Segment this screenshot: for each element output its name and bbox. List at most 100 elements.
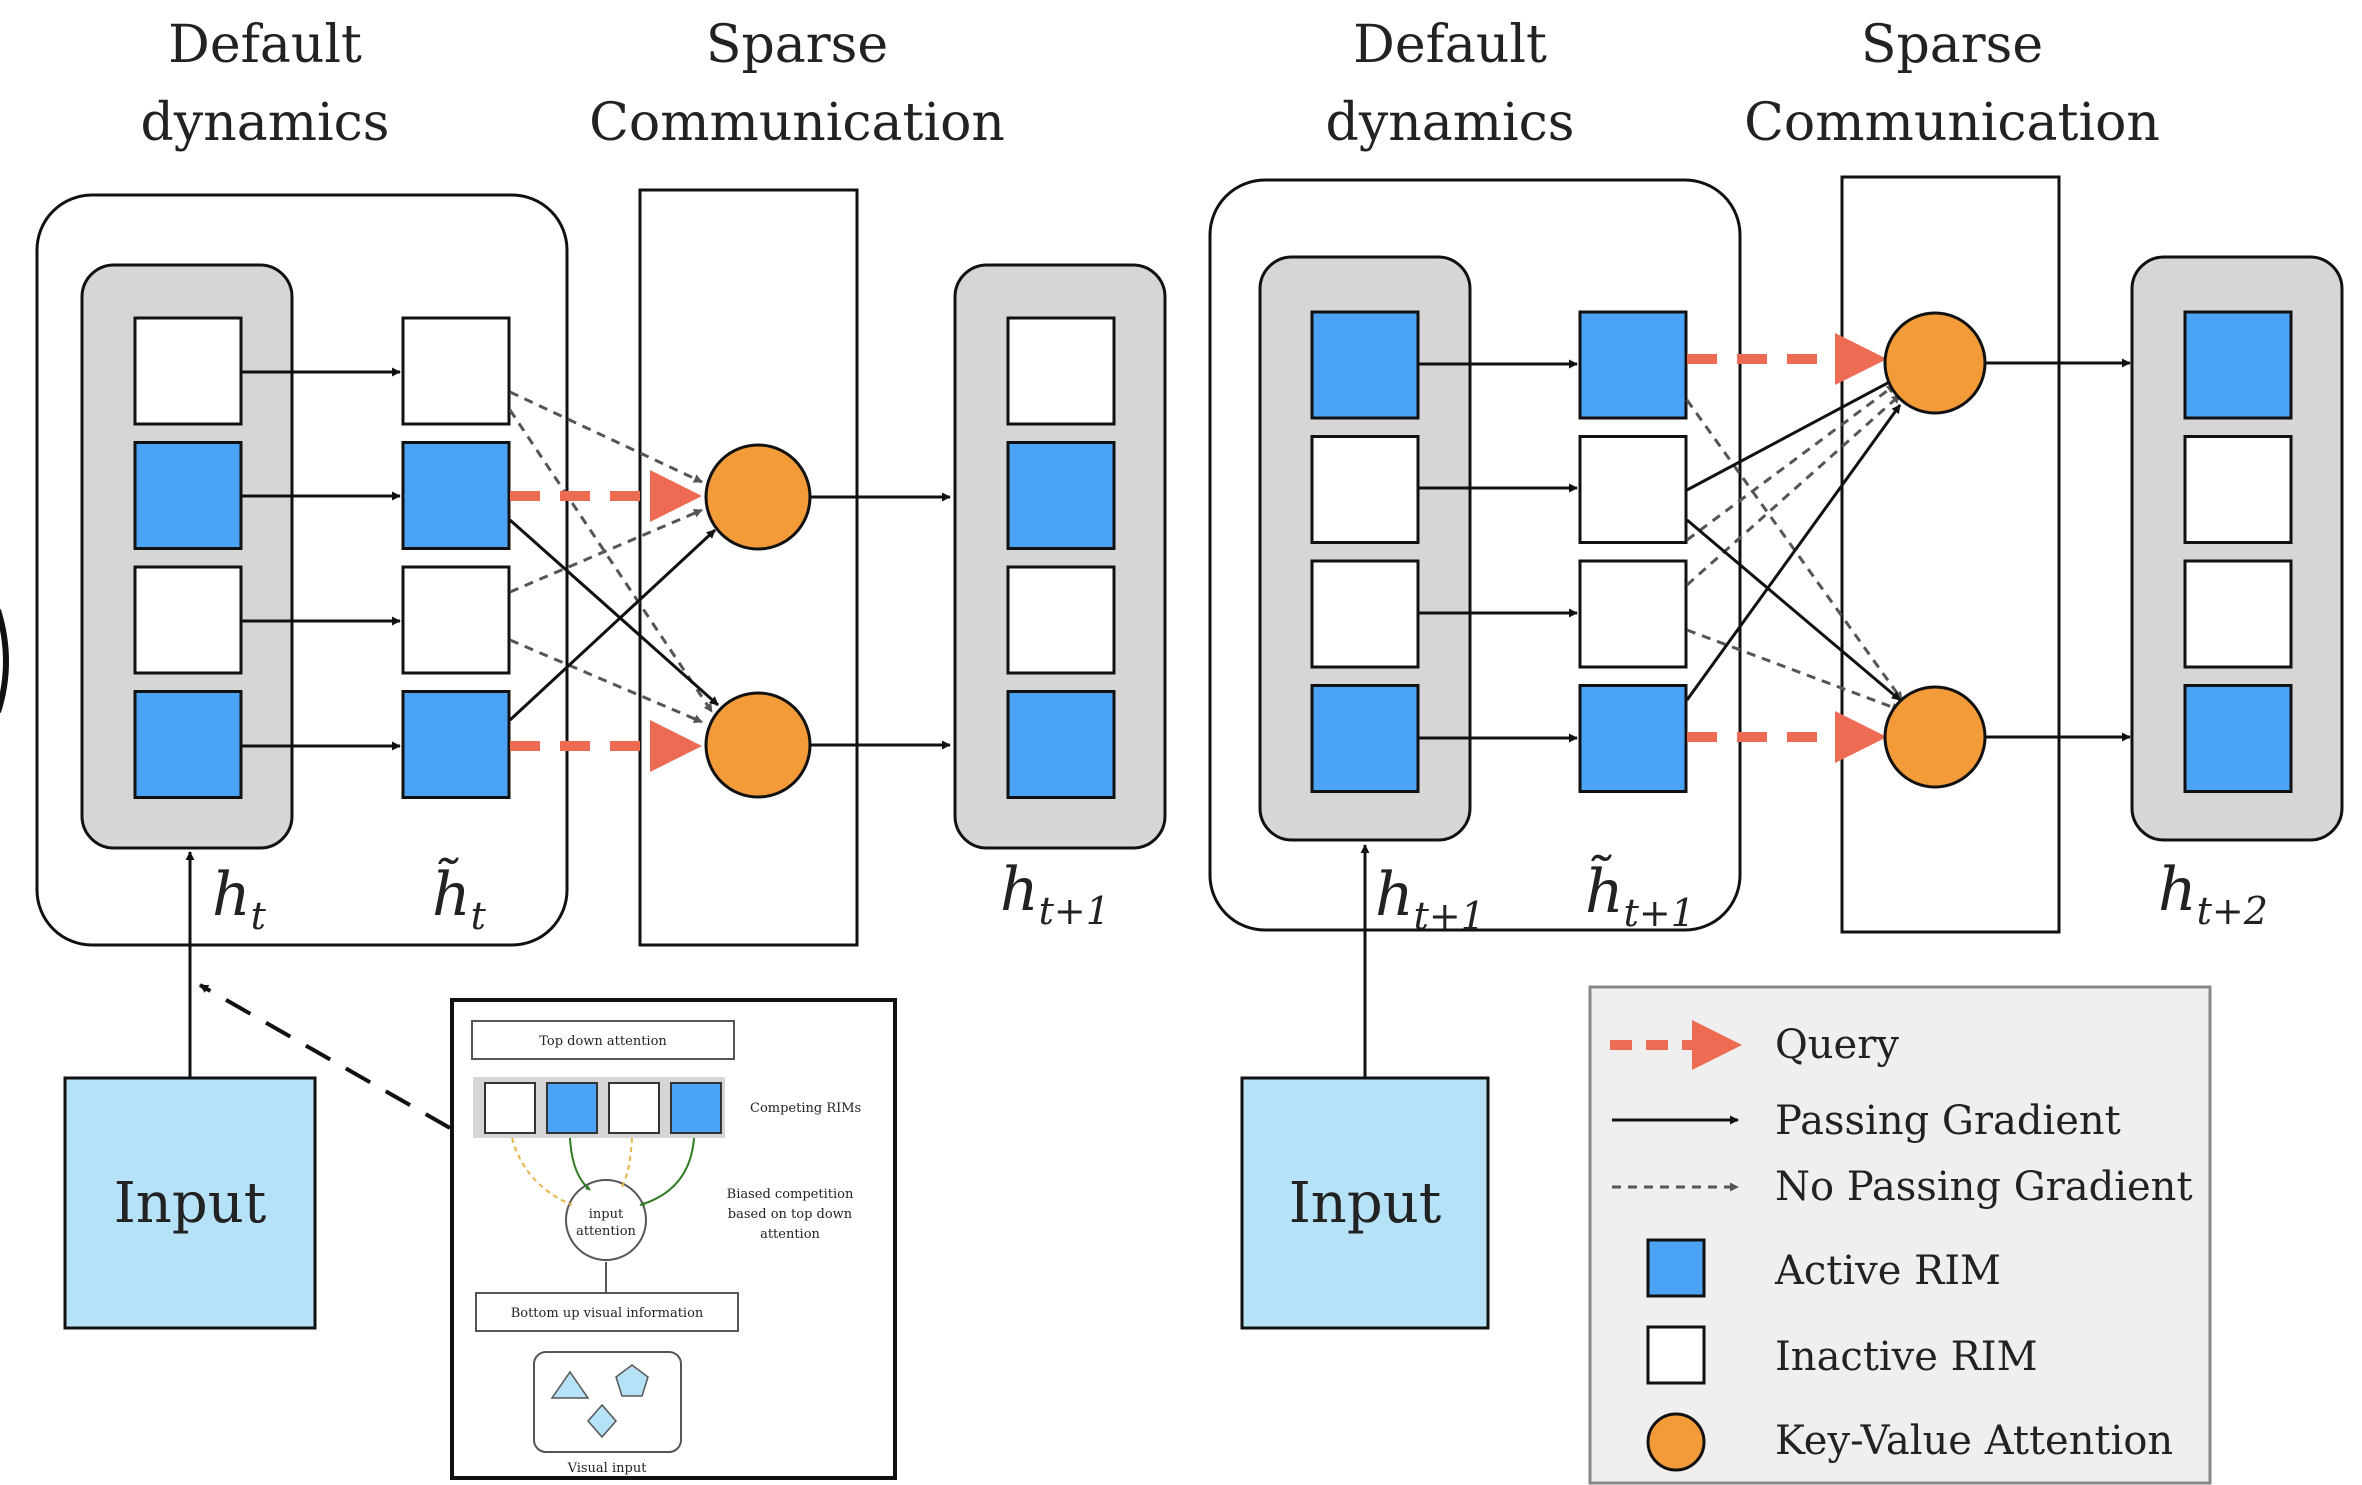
inset-curve-1	[511, 1137, 573, 1206]
rim-column-h-t	[133, 316, 243, 799]
inset-input-attention-node	[565, 1179, 647, 1261]
label-h-t2: ht+2	[2158, 855, 2268, 933]
query-arrows-1	[510, 470, 702, 772]
inactive-rim	[2183, 435, 2293, 544]
legend: Query Passing Gradient No Passing Gradie…	[1588, 985, 2212, 1485]
inset-node-line1: input	[589, 1207, 624, 1222]
inactive-rim	[1310, 559, 1420, 669]
input-label-right: Input	[1289, 1171, 1442, 1236]
inset-competing-label: Competing RIMs	[750, 1101, 861, 1116]
input-box-left	[63, 1076, 317, 1330]
legend-inactive-rim-icon	[1646, 1325, 1706, 1385]
active-rim	[1578, 684, 1688, 793]
inset-attention-diagram: Top down attention Competing RIMs input …	[450, 998, 897, 1480]
inset-top-box	[471, 1020, 735, 1060]
header-sparse-communication-1-line2: Communication	[589, 93, 1005, 153]
inset-curve-3	[619, 1137, 633, 1191]
legend-query-icon	[1610, 1020, 1742, 1070]
active-rim	[1578, 310, 1688, 420]
inset-pentagon-icon	[615, 1364, 649, 1397]
header-default-dynamics-2-line1: Default	[1353, 15, 1547, 75]
legend-inactive-rim-label: Inactive RIM	[1775, 1334, 2038, 1380]
rim-column-h-t-tilde	[401, 316, 511, 799]
default-dynamics-arrows-1	[241, 367, 401, 751]
active-rim	[133, 441, 243, 550]
legend-key-value-attention-icon	[1646, 1412, 1706, 1472]
inset-top-label: Top down attention	[539, 1034, 667, 1049]
inactive-rim	[401, 316, 511, 426]
legend-active-rim-icon	[1646, 1238, 1706, 1298]
inset-active-rim	[670, 1082, 722, 1134]
inset-biased-line3: attention	[760, 1227, 820, 1242]
output-arrows-1	[810, 492, 951, 750]
gradient-arrows-1	[508, 518, 719, 722]
inset-curve-4	[639, 1137, 695, 1207]
inactive-rim	[401, 565, 511, 675]
attention-node-1-bottom	[704, 691, 812, 799]
rim-column-h-t2	[2183, 310, 2293, 793]
header-default-dynamics-2-line2: dynamics	[1326, 93, 1575, 153]
inactive-rim	[1578, 559, 1688, 669]
inset-node-line2: attention	[576, 1224, 636, 1239]
active-rim	[1310, 310, 1420, 420]
inactive-rim	[1310, 435, 1420, 544]
inactive-rim	[133, 316, 243, 426]
sparse-communication-box-1	[638, 188, 859, 947]
active-rim	[2183, 310, 2293, 420]
inset-bottom-box	[475, 1292, 739, 1332]
default-dynamics-box-2	[1208, 178, 1742, 932]
active-rim	[401, 441, 511, 550]
label-h-t1-tilde: h̃t+1	[1585, 854, 1695, 935]
legend-box	[1588, 985, 2212, 1485]
input-box-right	[1240, 1076, 1490, 1330]
attention-node-1-top	[704, 443, 812, 551]
inset-rims	[484, 1082, 722, 1134]
no-gradient-arrows-1	[508, 390, 714, 724]
active-rim	[1006, 441, 1116, 550]
inactive-rim	[2183, 559, 2293, 669]
legend-no-passing-gradient-label: No Passing Gradient	[1775, 1164, 2193, 1210]
legend-active-rim-label: Active RIM	[1774, 1248, 2001, 1294]
inset-inactive-rim	[484, 1082, 536, 1134]
header-sparse-communication-2-line1: Sparse	[1861, 15, 2043, 75]
active-rim	[1006, 690, 1116, 799]
legend-key-value-attention-label: Key-Value Attention	[1775, 1418, 2173, 1464]
legend-query-label: Query	[1775, 1022, 1899, 1068]
label-h-t-tilde: h̃t	[432, 857, 487, 938]
inset-diamond-icon	[587, 1403, 617, 1439]
active-rim	[401, 690, 511, 799]
default-dynamics-arrows-2	[1418, 359, 1578, 743]
inset-biased-line1: Biased competition	[727, 1187, 854, 1202]
inset-visual-box	[533, 1351, 682, 1453]
query-arrows-2	[1687, 333, 1887, 763]
label-h-t1-b: ht+1	[1375, 860, 1485, 938]
active-rim	[1310, 684, 1420, 793]
gradient-arrows-2	[1685, 376, 1902, 702]
output-arrows-2	[1985, 358, 2131, 742]
inset-curve-2	[569, 1137, 591, 1191]
active-rim	[133, 690, 243, 799]
inset-visual-label: Visual input	[567, 1461, 648, 1476]
attention-node-2-top	[1883, 311, 1987, 415]
inset-bottom-label: Bottom up visual information	[511, 1306, 704, 1321]
rim-column-h-t1-tilde	[1578, 310, 1688, 793]
attention-node-2-bottom	[1883, 685, 1987, 789]
header-default-dynamics-1-line1: Default	[168, 15, 362, 75]
inactive-rim	[1006, 316, 1116, 426]
inset-pointer-line	[199, 983, 451, 1130]
header-sparse-communication-1-line1: Sparse	[706, 15, 888, 75]
header-sparse-communication-2-line2: Communication	[1744, 93, 2160, 153]
inset-active-rim	[546, 1082, 598, 1134]
inactive-rim	[1006, 565, 1116, 675]
rim-column-h-t1	[1006, 316, 1116, 799]
active-rim	[2183, 684, 2293, 793]
inset-biased-line2: based on top down	[728, 1207, 853, 1222]
label-h-t1: ht+1	[1000, 855, 1110, 933]
legend-passing-gradient-label: Passing Gradient	[1775, 1098, 2121, 1144]
input-label-left: Input	[114, 1171, 267, 1236]
header-default-dynamics-1-line2: dynamics	[141, 93, 390, 153]
inactive-rim	[1578, 435, 1688, 544]
inset-inactive-rim	[608, 1082, 660, 1134]
cropped-bracket	[0, 609, 9, 713]
